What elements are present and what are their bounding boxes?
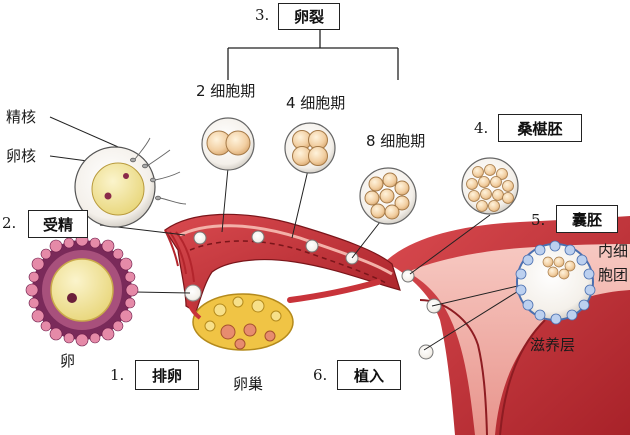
two-cell-bubble: [201, 117, 255, 171]
fertilization-number: 2.: [2, 214, 17, 232]
ovary-label: 卵巢: [233, 375, 264, 393]
cleavage-bracket: [227, 30, 399, 80]
fallopian-tube: [164, 213, 401, 313]
egg-label: 卵: [60, 352, 76, 370]
eight-cell-bubble: [359, 167, 417, 225]
morula-number: 4.: [474, 119, 489, 137]
ovary: [186, 289, 294, 351]
implantation-label: 植入: [337, 360, 401, 390]
two-cell-label: 2 细胞期: [196, 82, 256, 100]
uterus: [385, 216, 630, 435]
egg-illustration: [25, 233, 139, 347]
fertilization-bubble: [74, 137, 187, 228]
cleavage-number: 3.: [255, 6, 270, 24]
ovulation-number: 1.: [110, 366, 125, 384]
implantation-number: 6.: [313, 366, 328, 384]
egg-nucleus-label: 卵核: [6, 147, 37, 165]
blastocoel-label: 胞团: [598, 266, 629, 284]
ovarian-ligament: [287, 279, 381, 303]
blastocyst-label: 囊胚: [556, 205, 618, 233]
morula-bubble: [461, 157, 519, 215]
ovulation-label: 排卵: [135, 360, 199, 390]
trophoblast-label: 滋养层: [530, 336, 576, 354]
morula-label: 桑椹胚: [498, 114, 582, 142]
blastocyst-bubble: [515, 240, 596, 325]
inner-cell-mass-label: 内细: [598, 242, 629, 260]
four-cell-label: 4 细胞期: [286, 94, 346, 112]
eight-cell-label: 8 细胞期: [366, 132, 426, 150]
cleavage-label: 卵裂: [278, 3, 340, 30]
fertilization-label: 受精: [28, 210, 88, 238]
tube-embryos: [193, 230, 442, 360]
four-cell-bubble: [284, 122, 336, 174]
blastocyst-number: 5.: [531, 211, 546, 229]
sperm-nucleus-label: 精核: [6, 108, 37, 126]
